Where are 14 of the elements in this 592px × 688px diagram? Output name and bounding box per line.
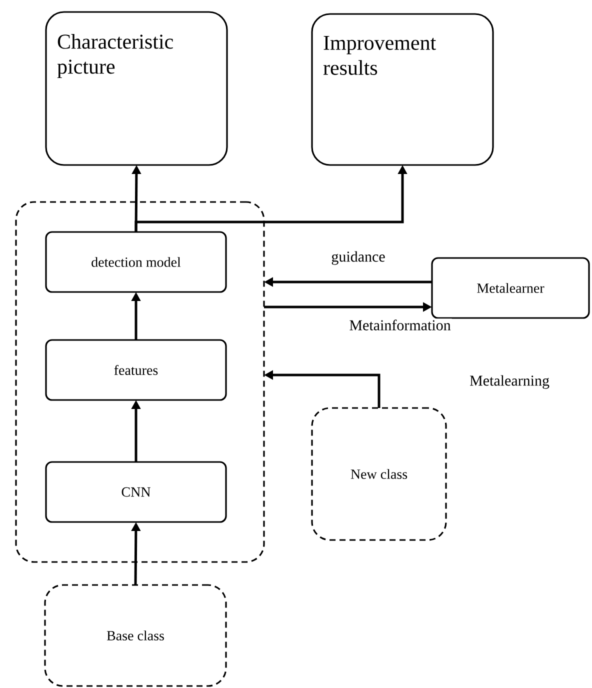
annotation-text: Metalearning [470,375,550,389]
dashed-class-box: Base class [44,584,227,687]
process-box: CNN [45,461,227,523]
box-title: Characteristic picture [57,34,173,78]
dashed-class-box: New class [311,407,447,541]
process-box: features [45,339,227,401]
process-box: detection model [45,231,227,293]
result-box [311,13,494,166]
edge-label: guidance [332,251,385,265]
process-box: Metalearner [431,257,590,319]
edge-label: Metainformation [350,320,451,330]
dashed-group-frame [15,201,265,563]
result-box [45,11,228,166]
box-title: Improvement results [323,36,436,75]
